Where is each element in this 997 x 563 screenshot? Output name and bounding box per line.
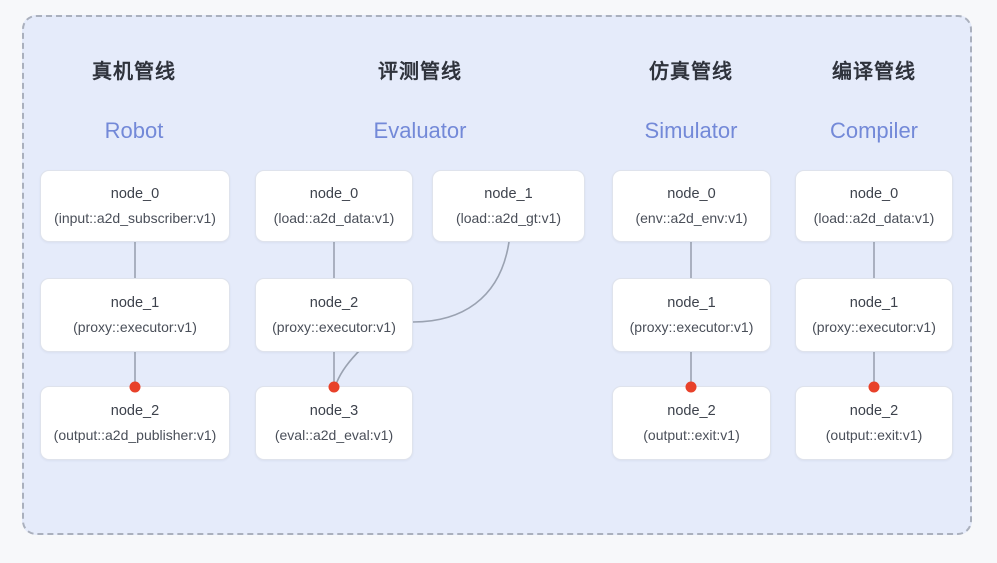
- node-type: (load::a2d_data:v1): [273, 209, 395, 226]
- node-type: (eval::a2d_eval:v1): [274, 426, 394, 443]
- node-card[interactable]: node_0(env::a2d_env:v1): [612, 170, 771, 242]
- node-name: node_2: [667, 403, 716, 420]
- node-card[interactable]: node_2(output::exit:v1): [795, 386, 953, 460]
- node-card[interactable]: node_1(proxy::executor:v1): [795, 278, 953, 352]
- port-exit-dot[interactable]: [328, 381, 340, 393]
- node-name: node_1: [849, 295, 899, 312]
- node-card[interactable]: node_3(eval::a2d_eval:v1): [255, 386, 413, 460]
- node-card[interactable]: node_2(proxy::executor:v1): [255, 278, 413, 352]
- node-type: (proxy::executor:v1): [629, 318, 754, 335]
- node-name: node_1: [484, 186, 533, 203]
- node-card[interactable]: node_0(input::a2d_subscriber:v1): [40, 170, 230, 242]
- port-exit-dot[interactable]: [868, 381, 880, 393]
- node-name: node_2: [110, 403, 160, 420]
- node-type: (input::a2d_subscriber:v1): [54, 209, 216, 226]
- node-name: node_0: [667, 186, 716, 203]
- port-exit-dot[interactable]: [129, 381, 141, 393]
- node-type: (load::a2d_data:v1): [813, 209, 935, 226]
- node-card[interactable]: node_1(proxy::executor:v1): [40, 278, 230, 352]
- node-name: node_0: [309, 186, 359, 203]
- node-type: (proxy::executor:v1): [73, 318, 197, 335]
- node-name: node_0: [110, 186, 160, 203]
- node-type: (proxy::executor:v1): [272, 318, 396, 335]
- node-name: node_2: [309, 295, 359, 312]
- node-name: node_3: [309, 403, 359, 420]
- node-card[interactable]: node_1(load::a2d_gt:v1): [432, 170, 585, 242]
- node-type: (proxy::executor:v1): [812, 318, 936, 335]
- node-type: (env::a2d_env:v1): [635, 209, 748, 226]
- node-name: node_1: [667, 295, 716, 312]
- node-name: node_1: [110, 295, 160, 312]
- node-type: (output::exit:v1): [643, 426, 740, 443]
- node-card[interactable]: node_2(output::a2d_publisher:v1): [40, 386, 230, 460]
- node-card[interactable]: node_0(load::a2d_data:v1): [795, 170, 953, 242]
- node-name: node_0: [849, 186, 899, 203]
- node-type: (load::a2d_gt:v1): [455, 209, 562, 226]
- port-exit-dot[interactable]: [685, 381, 697, 393]
- node-card[interactable]: node_1(proxy::executor:v1): [612, 278, 771, 352]
- node-type: (output::exit:v1): [825, 426, 923, 443]
- node-card[interactable]: node_2(output::exit:v1): [612, 386, 771, 460]
- node-type: (output::a2d_publisher:v1): [53, 426, 217, 443]
- node-name: node_2: [849, 403, 899, 420]
- node-card[interactable]: node_0(load::a2d_data:v1): [255, 170, 413, 242]
